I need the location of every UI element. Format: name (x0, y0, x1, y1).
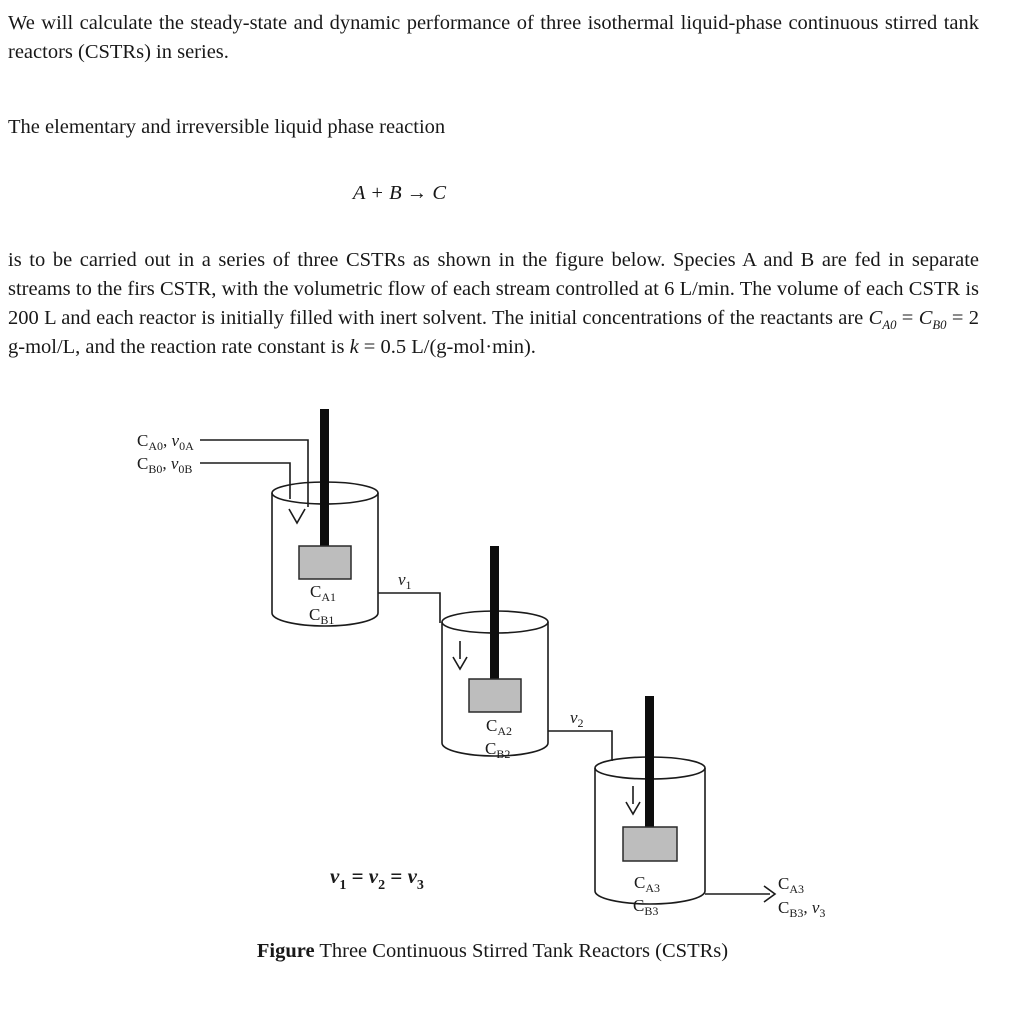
para3-eq1: = (896, 307, 919, 329)
outlet-arrow-icon (763, 885, 777, 903)
impeller-1 (298, 545, 352, 580)
tank-2 (441, 546, 549, 757)
reaction-equation: A + B → C (8, 179, 979, 208)
figure-caption: Figure Three Continuous Stirred Tank Rea… (0, 937, 985, 966)
inflow-arrows (288, 508, 641, 816)
flow1-label: v1 (398, 570, 412, 592)
tank-3 (594, 696, 706, 905)
inlet-pipe-b (200, 462, 291, 499)
math-k: k (349, 336, 359, 358)
piping (200, 439, 777, 903)
paragraph-intro: We will calculate the steady-state and d… (8, 9, 979, 67)
inlet-label-b: CB0, v0B (137, 454, 192, 476)
paragraph-reaction-intro-text: The elementary and irreversible liquid p… (8, 116, 446, 138)
tank2-label-cb2: CB2 (485, 739, 510, 761)
paragraph-intro-text: We will calculate the steady-state and d… (8, 12, 979, 63)
tank2-inflow-arrow-icon (452, 641, 468, 671)
paragraph-description: is to be carried out in a series of thre… (8, 246, 979, 362)
math-ca0: CA0 (868, 307, 897, 333)
inlet-label-a: CA0, v0A (137, 431, 194, 453)
math-cb0: CB0 (918, 307, 947, 333)
impeller-2 (468, 678, 522, 713)
para3-seg2: = 2 g-mol/L, and the reaction rate const… (8, 307, 980, 358)
figure-caption-bold: Figure (256, 940, 315, 962)
inlet-pipe-a (200, 439, 309, 507)
figure-caption-text: Three Continuous Stirred Tank Reactors (… (314, 940, 729, 962)
stirrer-shaft-3 (645, 696, 654, 846)
tank3-label-ca3: CA3 (634, 873, 660, 895)
flow2-label: v2 (570, 708, 584, 730)
stirrer-shaft-2 (490, 546, 499, 696)
tank3-label-cb3: CB3 (633, 896, 658, 918)
outlet-label-line2: CB3, v3 (778, 898, 825, 920)
cstr-figure-drawing: CA0, v0A CB0, v0B CA1 CB1 v1 CA2 CB2 v2 … (137, 409, 825, 920)
tank1-label-ca1: CA1 (310, 582, 336, 604)
figure-labels: CA0, v0A CB0, v0B CA1 CB1 v1 CA2 CB2 v2 … (137, 431, 825, 920)
paragraph-reaction-intro: The elementary and irreversible liquid p… (8, 113, 979, 142)
impeller-3 (622, 826, 678, 862)
flow-equality-equation: v1 = v2 = v3 (330, 864, 424, 893)
tank1-inflow-arrow-icon (288, 508, 306, 525)
reaction-equation-text: A + B → C (352, 182, 447, 204)
outlet-label-line1: CA3 (778, 874, 804, 896)
pipe-tank2-to-tank3 (548, 730, 613, 761)
para3-seg1: is to be carried out in a series of thre… (8, 249, 979, 329)
stirrer-shaft-1 (320, 409, 329, 563)
para3-seg3: = 0.5 L/(g-mol·min). (358, 336, 536, 358)
tank3-inflow-arrow-icon (625, 786, 641, 816)
tank1-label-cb1: CB1 (309, 605, 334, 627)
pipe-tank1-to-tank2 (378, 592, 441, 623)
tank-1 (271, 409, 379, 627)
tank2-label-ca2: CA2 (486, 716, 512, 738)
